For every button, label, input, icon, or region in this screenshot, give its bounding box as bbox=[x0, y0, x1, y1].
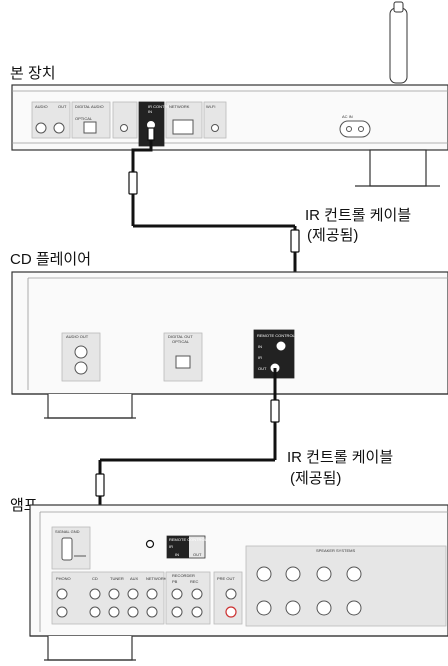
amp-foot bbox=[47, 636, 133, 661]
amp-rec-label: REC bbox=[190, 579, 199, 584]
amp-out-label: OUT bbox=[193, 552, 202, 557]
amp-speaker-panel bbox=[245, 545, 447, 627]
amp-aux-label: AUX bbox=[130, 576, 139, 581]
plug-icon bbox=[128, 171, 138, 195]
amp-pre-out-label: PRE OUT bbox=[217, 576, 235, 581]
amp-remote-label: REMOTE CONTROL bbox=[169, 537, 208, 542]
cd-optical-jack bbox=[175, 355, 191, 369]
main-unit-foot bbox=[369, 149, 427, 187]
spare-panel bbox=[112, 101, 138, 139]
cd-digital-out-label: DIGITAL OUT bbox=[168, 334, 193, 339]
amp-signal-gnd-label: SIGNAL GND bbox=[55, 529, 80, 534]
antenna-tip bbox=[393, 1, 404, 13]
amp-pb-label: PB bbox=[172, 579, 178, 584]
optical-jack bbox=[83, 121, 97, 134]
amp-ir-in-jack bbox=[145, 539, 155, 549]
cd-ir-in-label: IN bbox=[258, 344, 262, 349]
cd-ir-label: IR bbox=[258, 355, 262, 360]
lan-port bbox=[172, 119, 194, 135]
wifi-panel bbox=[203, 101, 227, 139]
rca-left-jack bbox=[35, 122, 47, 134]
cable-bottom-label-line1: IR 컨트롤 케이블 bbox=[287, 449, 393, 466]
cd-optical-label: OPTICAL bbox=[172, 339, 190, 344]
wifi-jack bbox=[211, 124, 219, 132]
amp-inputs-panel bbox=[51, 571, 165, 625]
amp-in-label: IN bbox=[175, 552, 179, 557]
plug-icon bbox=[95, 473, 105, 497]
antenna-icon bbox=[389, 7, 408, 84]
cd-ir-out-label: OUT bbox=[258, 366, 267, 371]
cable-top-label-line1: IR 컨트롤 케이블 bbox=[305, 207, 411, 224]
amp-speaker-label: SPEAKER SYSTEMS bbox=[316, 548, 355, 553]
main-ir-label: IR CONTROL bbox=[148, 104, 173, 109]
main-optical-label: OPTICAL bbox=[75, 116, 93, 121]
amp-tuner-label: TUNER bbox=[110, 576, 124, 581]
cd-player: AUDIO OUT DIGITAL OUT OPTICAL REMOTE CON… bbox=[11, 271, 448, 419]
amp: SIGNAL GND REMOTE CONTROL IR IN OUT PHON… bbox=[29, 504, 448, 661]
ground-terminal bbox=[61, 537, 73, 561]
cd-rca-l-jack bbox=[74, 345, 88, 359]
plug-icon bbox=[270, 399, 280, 423]
main-unit: AUDIO OUT DIGITAL AUDIO OPTICAL IR CONTR… bbox=[11, 1, 448, 187]
amp-cd-label: CD bbox=[92, 576, 98, 581]
cd-remote-label: REMOTE CONTROL bbox=[257, 333, 296, 338]
main-network-label: NETWORK bbox=[169, 104, 190, 109]
cd-player-foot bbox=[47, 394, 133, 419]
main-digital-audio-label: DIGITAL AUDIO bbox=[75, 104, 104, 109]
cd-ir-in-jack bbox=[276, 341, 286, 351]
plug-icon bbox=[290, 229, 300, 253]
cd-remote-panel bbox=[253, 329, 295, 379]
amp-remote-in-area bbox=[167, 536, 189, 558]
amp-recorder-label: RECORDER bbox=[172, 573, 195, 578]
main-ir-in-label: IN bbox=[148, 109, 152, 114]
main-ac-in-label: AC IN bbox=[342, 114, 353, 119]
cd-audio-out-label: AUDIO OUT bbox=[66, 334, 89, 339]
amp-ir-label: IR bbox=[169, 544, 173, 549]
main-audio-out-label: OUT bbox=[58, 104, 67, 109]
spare-jack bbox=[120, 124, 128, 132]
cable-bottom-label-line2: (제공됨) bbox=[290, 470, 341, 487]
cd-player-label: CD 플레이어 bbox=[10, 251, 91, 268]
rca-right-jack bbox=[53, 122, 65, 134]
main-wifi-label: Wi-Fi bbox=[206, 104, 215, 109]
main-audio-label: AUDIO bbox=[35, 104, 48, 109]
amp-network-label: NETWORK bbox=[146, 576, 167, 581]
cable-top-label-line2: (제공됨) bbox=[307, 227, 358, 244]
main-unit-label: 본 장치 bbox=[10, 65, 56, 82]
amp-phono-label: PHONO bbox=[56, 576, 71, 581]
ac-inlet bbox=[339, 120, 371, 138]
cd-rca-r-jack bbox=[74, 361, 88, 375]
